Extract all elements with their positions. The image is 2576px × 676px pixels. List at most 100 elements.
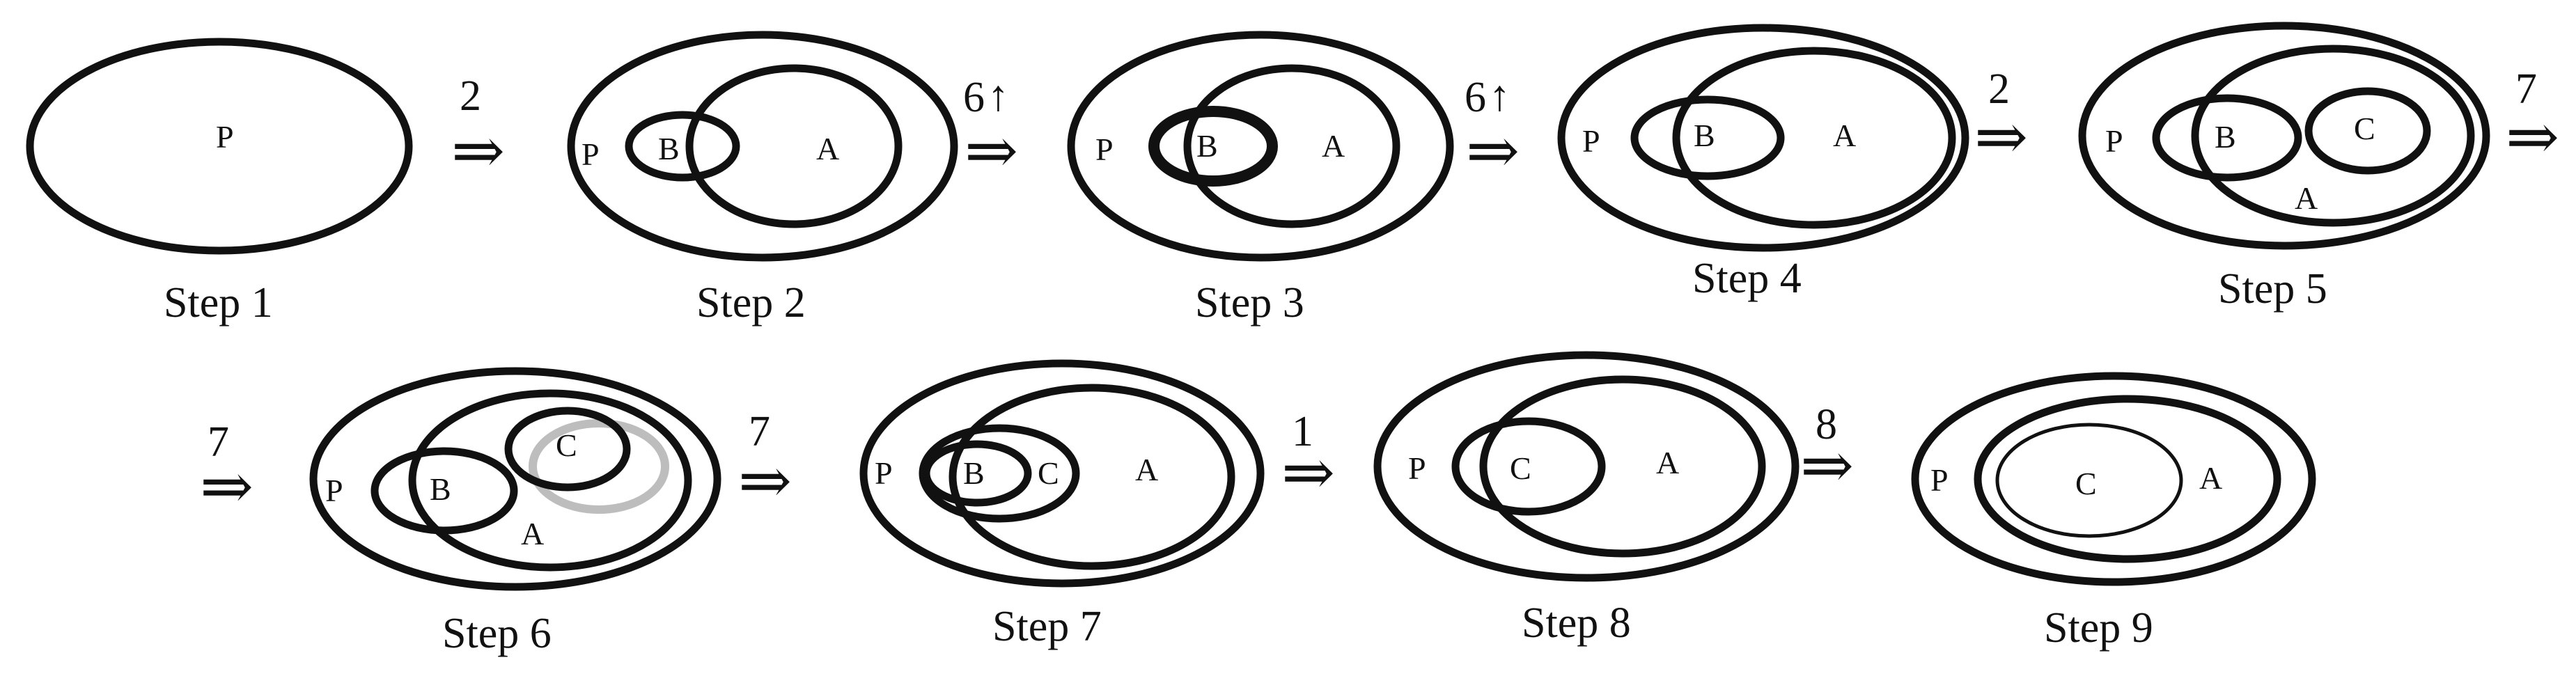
step-6-circle-c-highlight bbox=[529, 419, 669, 514]
step-9-label-p: P bbox=[1930, 462, 1949, 498]
step-6-label-b: B bbox=[430, 471, 451, 507]
step-5-caption: Step 5 bbox=[2218, 265, 2327, 313]
transition-2-arrow-icon: ⇒ bbox=[965, 116, 1018, 187]
transition-6-number: 7 bbox=[208, 418, 229, 466]
step-6-outer-p bbox=[309, 367, 721, 591]
step-5-outer-p bbox=[2078, 22, 2490, 250]
step-7-circle-b bbox=[922, 440, 1032, 507]
step-1-caption: Step 1 bbox=[164, 279, 273, 327]
step-7-label-p: P bbox=[875, 455, 893, 491]
step-3-label-b: B bbox=[1196, 128, 1218, 164]
step-8-circle-c bbox=[1451, 417, 1606, 516]
transition-2-number: 6 bbox=[963, 74, 985, 121]
transition-8: 1 ⇒ bbox=[1281, 408, 1335, 508]
transition-5-number: 7 bbox=[2515, 65, 2537, 113]
step-2-caption: Step 2 bbox=[696, 279, 806, 327]
step-4-caption: Step 4 bbox=[1692, 255, 1802, 302]
transition-7-arrow-icon: ⇒ bbox=[738, 446, 792, 517]
step-9-label-a: A bbox=[2199, 460, 2222, 496]
step-7-outer-p bbox=[859, 359, 1265, 588]
step-7-label-b: B bbox=[963, 455, 985, 491]
step-8-outer-p bbox=[1373, 351, 1800, 582]
step-8-caption: Step 8 bbox=[1522, 599, 1631, 647]
step-6-circle-a bbox=[408, 389, 692, 572]
step-3-label-a: A bbox=[1322, 128, 1345, 164]
step-9-outer-p bbox=[1911, 372, 2316, 586]
step-2-circle-b bbox=[625, 111, 740, 182]
transition-9-arrow-icon: ⇒ bbox=[1800, 430, 1854, 501]
transition-4-number: 2 bbox=[1988, 65, 2010, 113]
step-6-circle-c bbox=[504, 407, 631, 492]
step-2-label-p: P bbox=[581, 136, 600, 172]
step-4-label-b: B bbox=[1694, 118, 1715, 153]
step-7-label-a: A bbox=[1135, 452, 1158, 487]
transition-5-arrow-icon: ⇒ bbox=[2506, 102, 2559, 173]
step-8-panel: P C A Step 8 bbox=[1373, 351, 1800, 647]
step-4-label-p: P bbox=[1582, 123, 1600, 159]
transition-3-up-arrow-icon: ↑ bbox=[1489, 72, 1511, 120]
step-9-label-c: C bbox=[2075, 466, 2097, 501]
transition-1-arrow-icon: ⇒ bbox=[451, 116, 505, 187]
step-1-outer-p bbox=[26, 38, 413, 255]
step-8-label-c: C bbox=[1510, 450, 1531, 486]
transition-1-number: 2 bbox=[460, 72, 481, 120]
step-5-label-p: P bbox=[2105, 123, 2123, 159]
step-8-circle-a bbox=[1479, 375, 1766, 558]
step-3-outer-p bbox=[1067, 31, 1454, 262]
step-4-circle-a bbox=[1672, 47, 1956, 229]
step-5-circle-b bbox=[2152, 94, 2302, 182]
step-8-label-a: A bbox=[1656, 445, 1679, 480]
transition-2: 6 ↑ ⇒ bbox=[963, 72, 1018, 187]
step-2-label-a: A bbox=[816, 131, 839, 166]
transition-4-arrow-icon: ⇒ bbox=[1974, 102, 2028, 173]
step-5-label-c: C bbox=[2354, 111, 2375, 146]
step-6-label-c: C bbox=[556, 427, 577, 463]
step-1-panel: P Step 1 bbox=[26, 38, 413, 327]
step-4-label-a: A bbox=[1833, 118, 1856, 153]
step-2-circle-a bbox=[685, 64, 903, 228]
step-9-circle-a bbox=[1974, 395, 2281, 563]
step-7-circle-a bbox=[949, 384, 1235, 570]
step-2-label-b: B bbox=[658, 131, 680, 166]
step-4-panel: P B A Step 4 bbox=[1557, 24, 1969, 302]
transition-7: 7 ⇒ bbox=[738, 408, 792, 517]
step-4-circle-b bbox=[1630, 95, 1785, 180]
step-2-outer-p bbox=[567, 31, 958, 262]
step-3-circle-a bbox=[1183, 64, 1400, 228]
transition-4: 2 ⇒ bbox=[1974, 65, 2028, 173]
step-2-panel: P B A Step 2 bbox=[567, 31, 958, 327]
step-5-circle-c bbox=[2304, 87, 2431, 175]
step-1-label-p: P bbox=[216, 119, 234, 155]
step-9-panel: P C A Step 9 bbox=[1911, 372, 2316, 652]
step-7-label-c: C bbox=[1038, 455, 1059, 491]
step-9-caption: Step 9 bbox=[2044, 604, 2153, 652]
step-4-outer-p bbox=[1557, 24, 1969, 252]
transition-9: 8 ⇒ bbox=[1800, 401, 1854, 501]
step-5-circle-a bbox=[2191, 45, 2475, 227]
transition-8-number: 1 bbox=[1292, 408, 1313, 455]
step-3-caption: Step 3 bbox=[1195, 279, 1304, 327]
step-8-label-p: P bbox=[1408, 450, 1426, 486]
transition-9-number: 8 bbox=[1816, 401, 1837, 448]
step-6-panel: P B C A Step 6 bbox=[309, 367, 721, 657]
transition-5: 7 ⇒ bbox=[2506, 65, 2559, 173]
transition-2-up-arrow-icon: ↑ bbox=[988, 72, 1009, 120]
step-3-label-p: P bbox=[1095, 132, 1114, 167]
step-6-circle-b bbox=[370, 447, 518, 535]
transition-3-arrow-icon: ⇒ bbox=[1466, 116, 1520, 187]
transition-8-arrow-icon: ⇒ bbox=[1281, 437, 1335, 508]
step-5-panel: P B C A Step 5 bbox=[2078, 22, 2490, 313]
transition-7-number: 7 bbox=[749, 408, 770, 455]
transition-6: 7 ⇒ bbox=[200, 418, 253, 522]
transition-3-number: 6 bbox=[1465, 74, 1486, 121]
step-5-label-a: A bbox=[2295, 180, 2318, 216]
step-5-label-b: B bbox=[2215, 119, 2236, 155]
transition-3: 6 ↑ ⇒ bbox=[1465, 72, 1520, 187]
step-7-panel: P B C A Step 7 bbox=[859, 359, 1265, 650]
step-6-label-p: P bbox=[325, 473, 343, 508]
transition-6-arrow-icon: ⇒ bbox=[200, 451, 253, 522]
step-6-label-a: A bbox=[521, 516, 544, 551]
step-3-circle-b bbox=[1148, 106, 1278, 187]
step-3-panel: P B A Step 3 bbox=[1067, 31, 1454, 327]
